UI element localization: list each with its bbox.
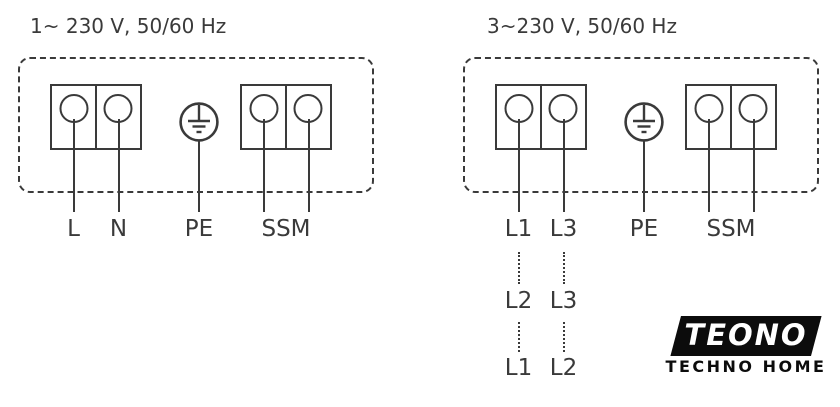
wire-line: [752, 119, 755, 212]
terminal-enclosure-box: [18, 57, 374, 193]
wire-line: [707, 119, 710, 212]
phase-swap-dotted-line: [517, 252, 520, 284]
power-terminal-block: [50, 84, 142, 150]
phase-swap-label-l2: L2: [504, 288, 533, 314]
terminal-label-ssm: SSM: [261, 216, 311, 242]
earth-ground-icon: [179, 102, 219, 142]
wire-line: [517, 119, 520, 212]
phase-swap-dotted-line: [562, 252, 565, 284]
terminal-label-n: N: [109, 216, 128, 242]
power-terminal-block: [495, 84, 587, 150]
ssm-terminal-block: [685, 84, 777, 150]
wire-line: [262, 119, 265, 212]
diagram-title-single-phase: 1~ 230 V, 50/60 Hz: [30, 14, 227, 38]
wire-line: [117, 119, 120, 212]
brand-subtitle: TECHNO HOME: [665, 357, 827, 376]
phase-swap-dotted-line: [517, 322, 520, 352]
terminal-screw: [738, 94, 768, 123]
terminal-label-pe: PE: [629, 216, 659, 242]
diagram-title-three-phase: 3~230 V, 50/60 Hz: [487, 14, 677, 38]
ssm-terminal-block: [240, 84, 332, 150]
terminal-screw: [694, 94, 723, 123]
phase-swap-label-l1: L1: [504, 355, 533, 381]
terminal-label-l1: L1: [504, 216, 533, 242]
phase-swap-dotted-line: [562, 322, 565, 352]
wire-line: [307, 119, 310, 212]
brand-logo-badge: TEONO: [670, 316, 822, 356]
brand-name: TEONO: [684, 318, 808, 352]
terminal-label-l: L: [67, 216, 80, 242]
terminal-label-l3: L3: [549, 216, 578, 242]
terminal-screw: [293, 94, 323, 123]
wire-line: [198, 140, 201, 212]
brand-logo: TEONO TECHNO HOME: [653, 316, 839, 376]
terminal-enclosure-box: [463, 57, 819, 193]
wire-line: [643, 140, 646, 212]
phase-swap-label-l3: L3: [549, 288, 578, 314]
earth-ground-icon: [624, 102, 664, 142]
terminal-label-pe: PE: [184, 216, 214, 242]
wire-line: [72, 119, 75, 212]
terminal-label-ssm: SSM: [706, 216, 756, 242]
phase-swap-label-l2: L2: [549, 355, 578, 381]
wire-line: [562, 119, 565, 212]
